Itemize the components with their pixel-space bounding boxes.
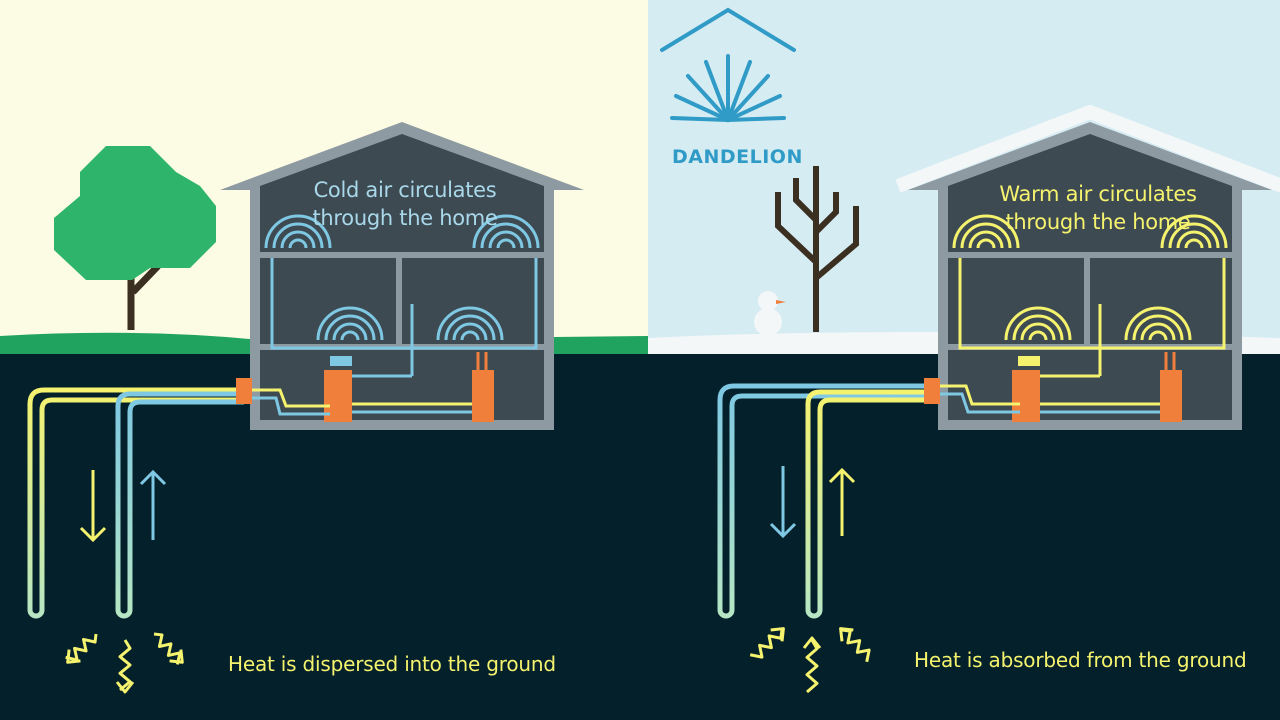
brand-name: DANDELION xyxy=(672,146,803,168)
heating-air-duct xyxy=(958,258,1226,350)
heating-house xyxy=(895,105,1280,430)
heating-heat-pump-icon xyxy=(1012,370,1040,422)
bare-tree-icon xyxy=(775,166,859,332)
heating-attic-vent-right-icon xyxy=(1160,214,1228,249)
cooling-room-vent-right-icon xyxy=(436,306,504,341)
heating-ground-label: Heat is absorbed from the ground xyxy=(914,648,1247,672)
cooling-house-label-line-2: through the home xyxy=(312,206,498,230)
heating-house-label-line-1: Warm air circulates xyxy=(999,182,1197,206)
heating-attic xyxy=(948,134,1232,252)
cooling-connector-icon xyxy=(236,378,252,404)
heating-water-tank-icon xyxy=(1160,370,1182,422)
heating-ground-loop-2 xyxy=(805,389,930,619)
heating-connector-icon xyxy=(924,378,940,404)
heating-heat-wave-right-icon xyxy=(839,627,871,663)
cooling-house-label-line-1: Cold air circulates xyxy=(313,178,497,202)
cooling-room-vent-left-icon xyxy=(316,306,384,341)
heating-room-vent-right-icon xyxy=(1124,306,1192,341)
heating-attic-vent-left-icon xyxy=(952,214,1020,249)
heating-room-right xyxy=(1090,258,1232,344)
cooling-heat-wave-right-icon xyxy=(153,632,184,665)
cooling-attic-vent-right-icon xyxy=(472,214,540,249)
cooling-attic-vent-left-icon xyxy=(264,214,332,249)
snowman-icon xyxy=(754,291,786,336)
heating-down-arrow-icon xyxy=(769,466,797,539)
heating-basement xyxy=(948,350,1232,420)
cooling-heat-wave-down-icon xyxy=(115,639,135,694)
heating-house-label-line-2: through the home xyxy=(1005,210,1191,234)
heating-heat-wave-left-icon xyxy=(749,627,785,659)
cooling-up-arrow-icon xyxy=(139,469,167,540)
cooling-air-duct xyxy=(270,258,538,350)
cooling-room-right xyxy=(402,258,544,344)
cooling-attic xyxy=(260,134,544,252)
cooling-down-arrow-icon xyxy=(79,470,107,543)
heating-ground-loop-1 xyxy=(717,383,930,619)
cooling-house xyxy=(220,122,584,430)
dandelion-logo-icon xyxy=(660,7,796,122)
heating-snow-roof xyxy=(895,105,1280,193)
cooling-house-label: Cold air circulates through the home xyxy=(286,176,524,232)
heating-house-label: Warm air circulates through the home xyxy=(968,180,1228,236)
cooling-heat-wave-left-icon xyxy=(65,633,98,664)
cooling-water-tank-icon xyxy=(472,370,494,422)
heating-up-arrow-icon xyxy=(828,467,856,536)
cooling-ground-loop-1 xyxy=(27,387,244,619)
heating-room-vent-left-icon xyxy=(1004,306,1072,341)
cooling-ground-loop-2 xyxy=(115,391,244,619)
cooling-basement xyxy=(260,350,544,420)
cooling-ground-label: Heat is dispersed into the ground xyxy=(228,652,556,676)
heating-heat-wave-up-icon xyxy=(802,636,822,694)
leafy-tree-icon xyxy=(54,146,216,330)
